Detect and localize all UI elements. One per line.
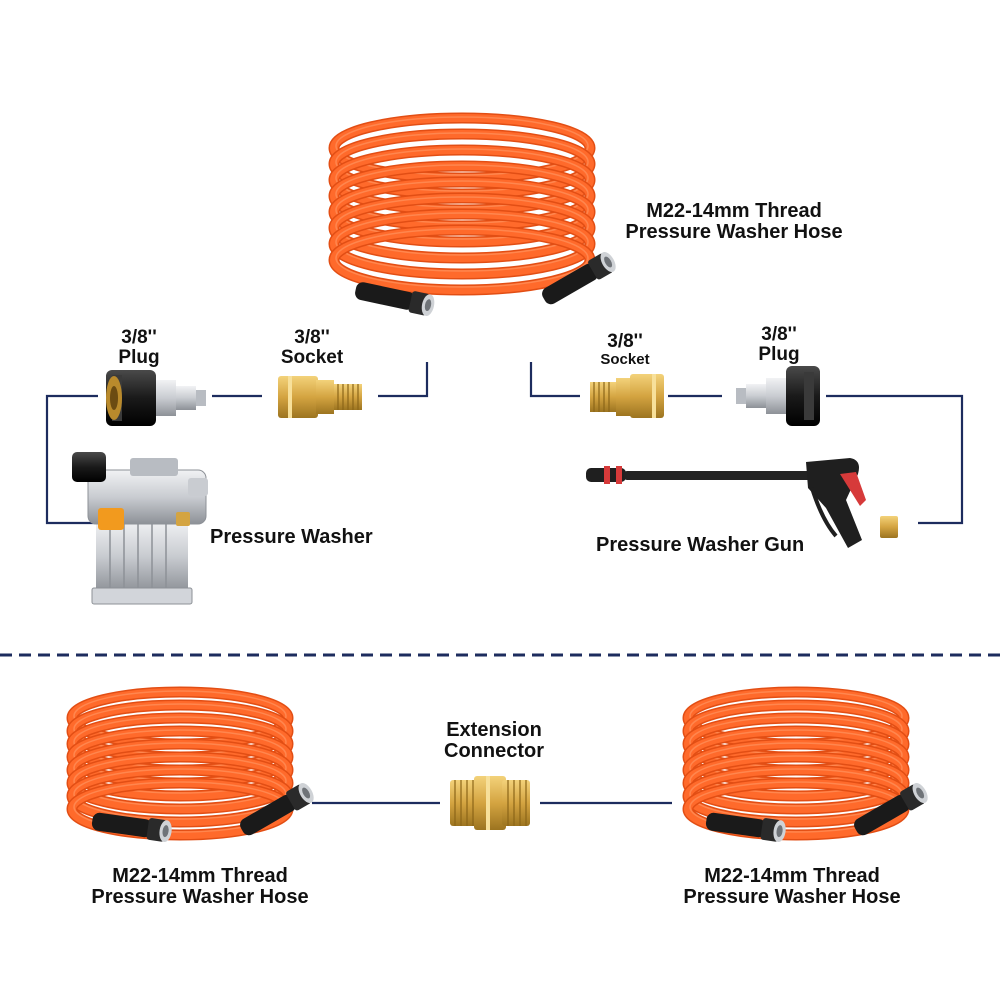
bottom-right-hose-label-line1: M22-14mm Thread xyxy=(704,865,880,887)
pump-label: Pressure Washer xyxy=(210,527,373,548)
pressure-washer-gun xyxy=(586,458,898,548)
bottom-left-hose-label: M22-14mm Thread Pressure Washer Hose xyxy=(78,866,322,908)
left-plug-fitting xyxy=(106,370,206,426)
right-socket-label: 3/8'' Socket xyxy=(588,332,662,368)
pump-label-text: Pressure Washer xyxy=(210,526,373,548)
connector-lines xyxy=(45,362,964,805)
pressure-washer-pump xyxy=(72,452,208,605)
top-hose-label-line1: M22-14mm Thread xyxy=(646,200,822,222)
left-socket-label: 3/8'' Socket xyxy=(272,328,352,368)
line-right-plug-to-gun xyxy=(826,394,964,525)
left-socket-fitting xyxy=(278,376,362,418)
bottom-left-hose-label-line1: M22-14mm Thread xyxy=(112,865,288,887)
gun-label: Pressure Washer Gun xyxy=(596,535,804,556)
left-plug-label-line1: 3/8'' xyxy=(121,327,157,348)
bottom-right-hose-label: M22-14mm Thread Pressure Washer Hose xyxy=(670,866,914,908)
top-hose-coil xyxy=(328,112,616,316)
line-hose-to-right-socket xyxy=(529,362,580,398)
right-plug-label-line2: Plug xyxy=(758,343,800,365)
right-plug-label-line1: 3/8'' xyxy=(761,324,797,345)
bottom-left-hose-label-line2: Pressure Washer Hose xyxy=(91,886,309,908)
bottom-right-hose-label-line2: Pressure Washer Hose xyxy=(683,886,901,908)
line-left-plug-to-pump xyxy=(45,394,98,525)
left-socket-label-line2: Socket xyxy=(280,346,344,368)
extension-label: Extension Connector xyxy=(434,720,554,762)
extension-label-line2: Connector xyxy=(444,740,544,762)
bottom-left-hose-coil xyxy=(66,686,314,843)
right-plug-label: 3/8'' Plug xyxy=(744,325,814,365)
extension-label-line1: Extension xyxy=(446,719,542,741)
extension-connector-fitting xyxy=(450,776,530,830)
right-plug-fitting xyxy=(736,366,820,426)
right-socket-label-line2: Socket xyxy=(600,350,650,368)
top-hose-label-line2: Pressure Washer Hose xyxy=(625,221,843,243)
gun-label-text: Pressure Washer Gun xyxy=(596,534,805,556)
bottom-right-hose-coil xyxy=(682,686,928,843)
left-plug-label: 3/8'' Plug xyxy=(104,328,174,368)
right-socket-fitting xyxy=(590,374,664,418)
line-hose-to-left-socket xyxy=(378,362,429,398)
top-hose-label: M22-14mm Thread Pressure Washer Hose xyxy=(612,201,856,243)
left-socket-label-line1: 3/8'' xyxy=(294,327,330,348)
right-socket-label-line1: 3/8'' xyxy=(607,331,643,352)
left-plug-label-line2: Plug xyxy=(118,346,160,368)
